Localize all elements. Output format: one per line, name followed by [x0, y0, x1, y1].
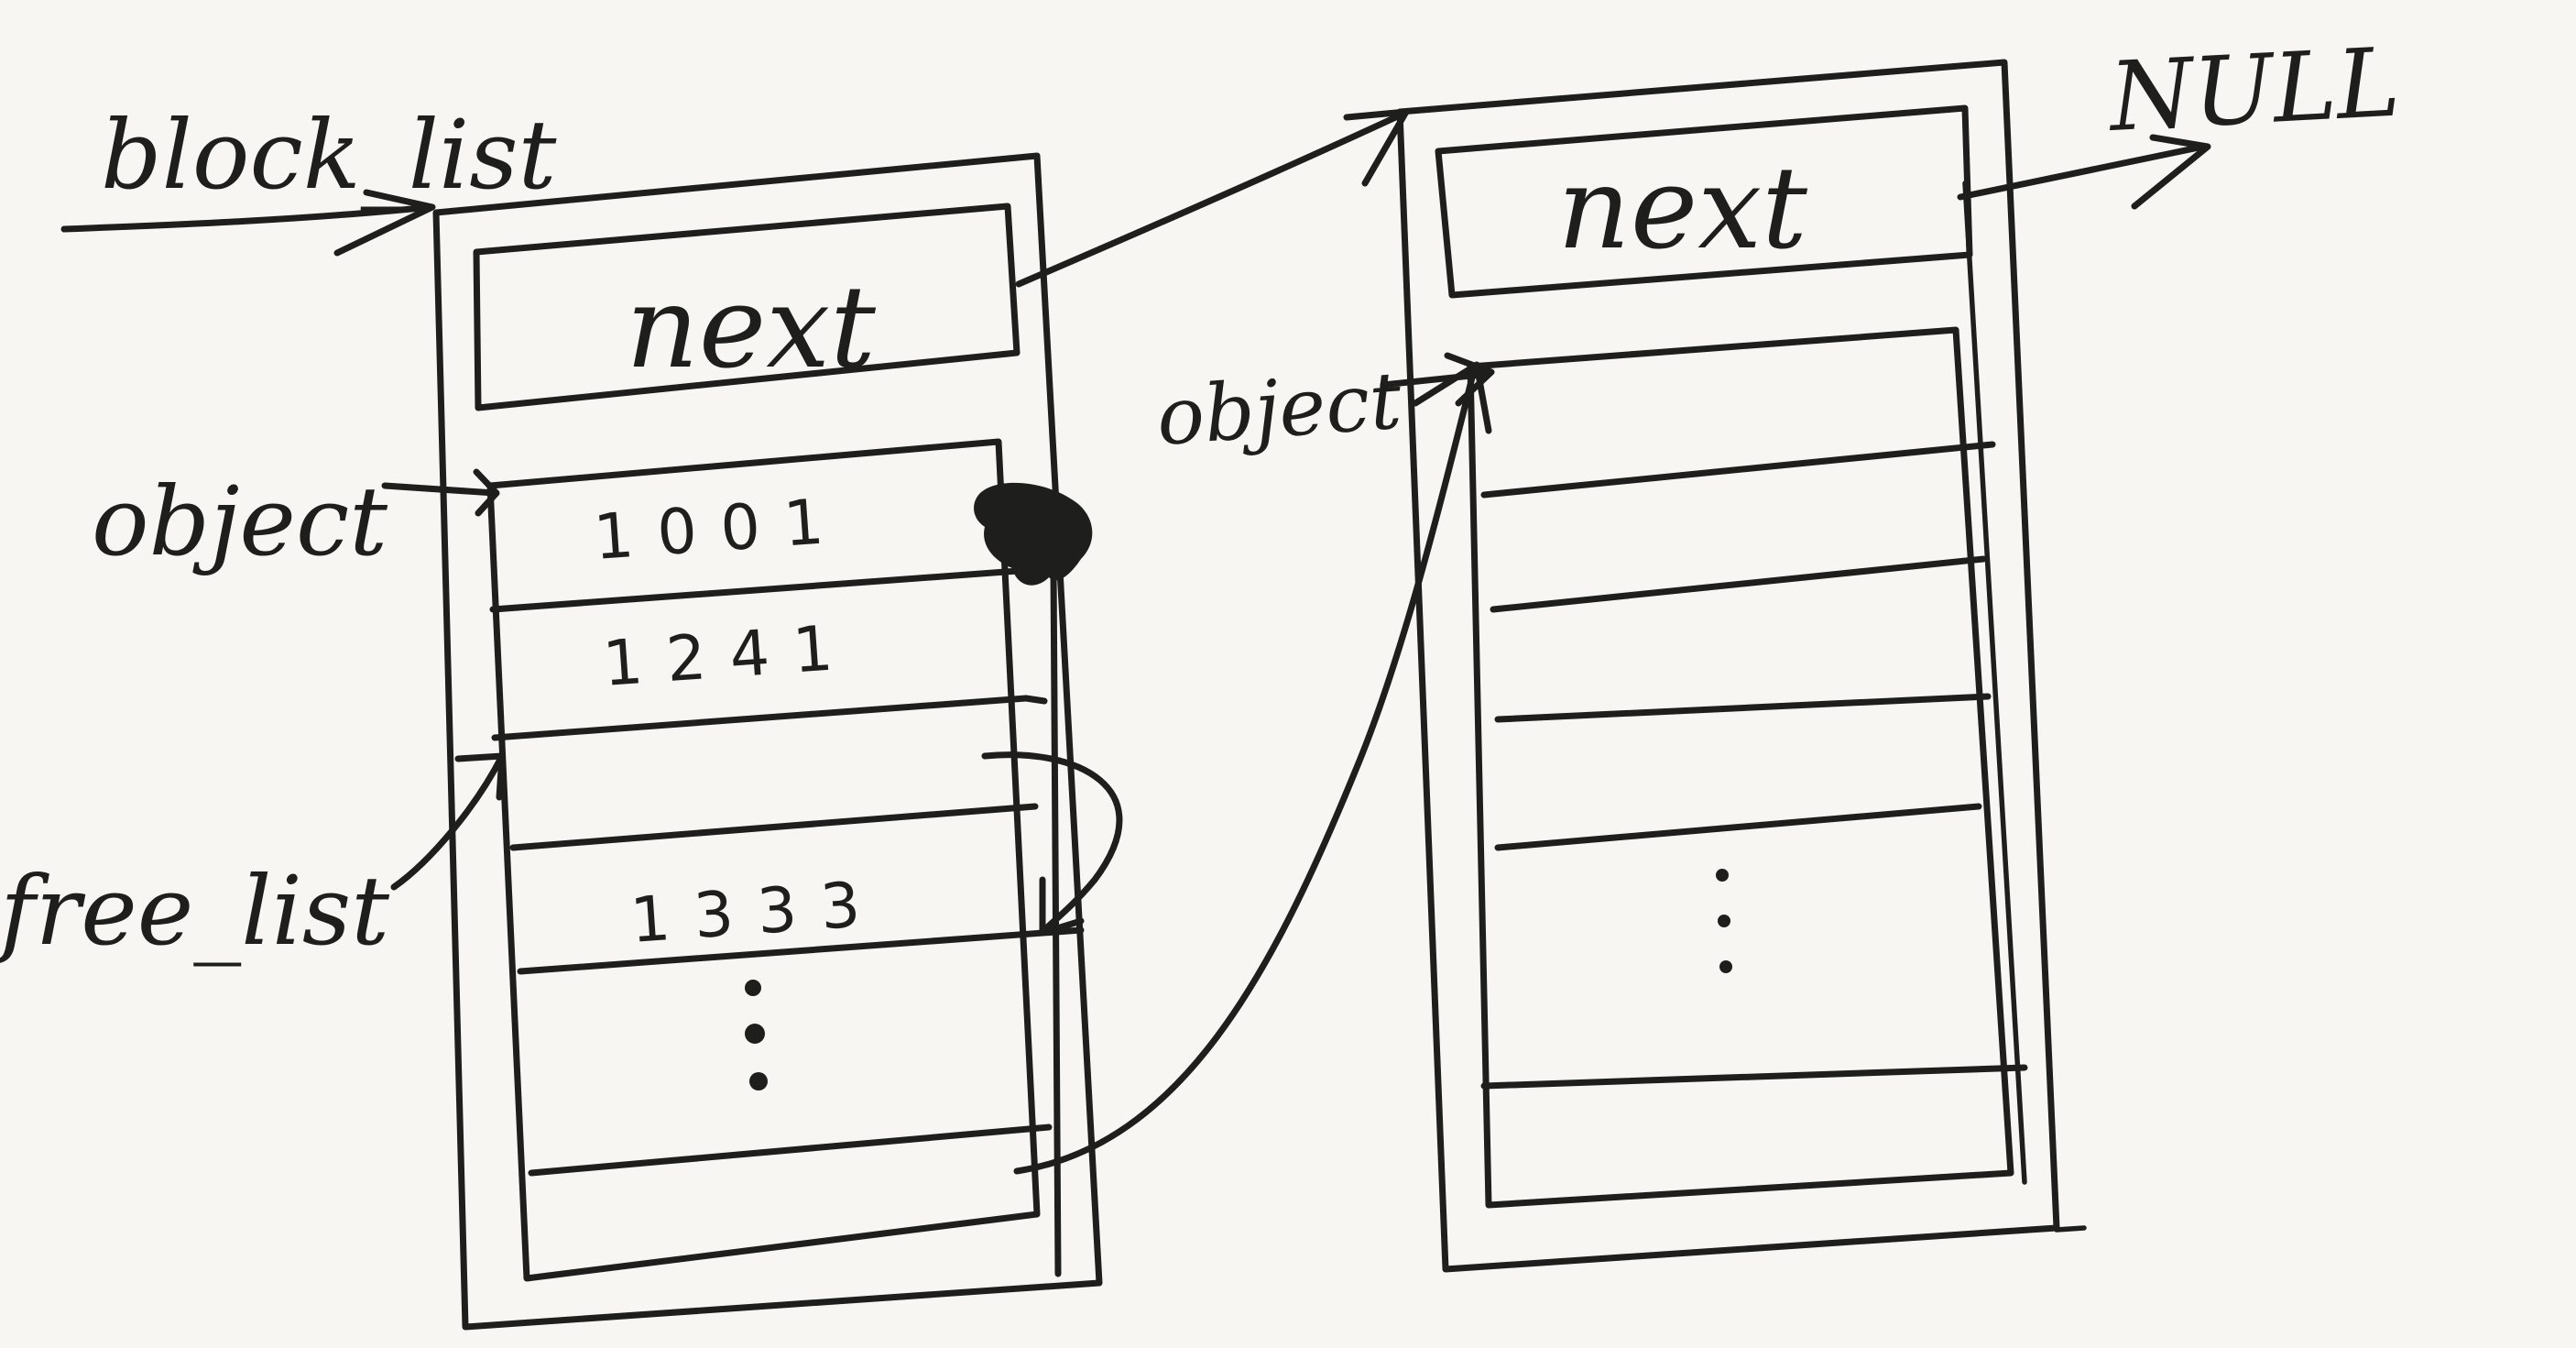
- slot-value-2: 1241: [601, 611, 859, 701]
- object-arrowhead-left: [473, 468, 500, 517]
- ellipsis-dot-right-2: [1718, 915, 1730, 927]
- null-arrow: [1957, 143, 2207, 201]
- next-label-left: next: [626, 262, 877, 394]
- slot-value-3: 1333: [628, 868, 887, 958]
- free-list-link-arrowhead: [1039, 876, 1085, 937]
- block-list-arrowhead: [333, 189, 436, 257]
- free-list-to-right-object-arrow: [1013, 363, 1479, 1175]
- next-pointer-left-to-right: [1015, 111, 1405, 288]
- ellipsis-dot-left-2: [745, 1024, 765, 1044]
- next-label-right: next: [1557, 143, 1808, 275]
- object-arrow-left: [381, 482, 498, 497]
- free-list-label: free_list: [0, 855, 389, 967]
- right-block-base-tick: [2054, 1225, 2087, 1233]
- ellipsis-dot-left-1: [745, 980, 761, 996]
- object-label-left: object: [92, 466, 387, 577]
- null-label: NULL: [2104, 27, 2403, 154]
- free-list-link-arrow: [981, 751, 1123, 934]
- ellipsis-dot-left-3: [749, 1072, 768, 1090]
- slot-value-1: 1001: [592, 485, 850, 575]
- block-list-arrow: [60, 203, 434, 233]
- block-list-label: block_list: [101, 99, 557, 211]
- object-label-right: object: [1153, 356, 1404, 464]
- block-right: next: [1396, 59, 2060, 1273]
- null-arrowhead: [2131, 134, 2211, 210]
- ellipsis-dot-right-1: [1716, 869, 1729, 882]
- block-left: next 1001 1241 1333: [432, 152, 1103, 1331]
- ink-blot: [974, 482, 1093, 586]
- ellipsis-dot-right-3: [1719, 960, 1732, 973]
